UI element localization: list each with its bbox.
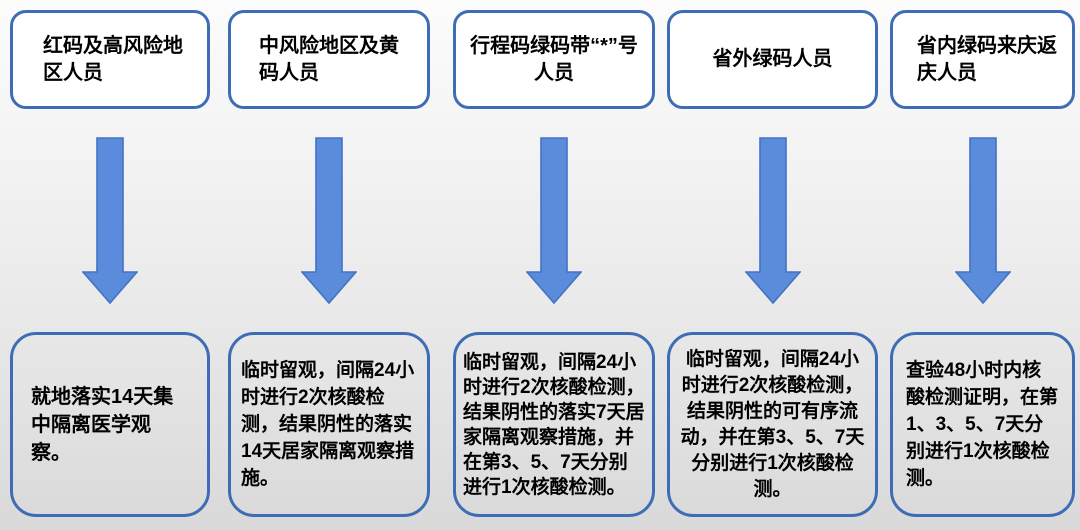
category-box-red-code: 红码及高风险地区人员 bbox=[10, 10, 210, 109]
action-box-in-province-green: 查验48小时内核酸检测证明，在第1、3、5、7天分别进行1次核酸检测。 bbox=[890, 332, 1075, 517]
down-arrow-icon bbox=[526, 137, 582, 305]
down-arrow-icon bbox=[744, 137, 801, 305]
action-label: 查验48小时内核酸检测证明，在第1、3、5、7天分别进行1次核酸检测。 bbox=[906, 360, 1059, 489]
category-box-in-province-green: 省内绿码来庆返庆人员 bbox=[890, 10, 1075, 109]
flow-column-1: 红码及高风险地区人员 就地落实14天集中隔离医学观察。 bbox=[10, 0, 210, 530]
down-arrow-icon bbox=[954, 137, 1011, 305]
action-label: 临时留观，间隔24小时进行2次核酸检测，结果阴性的可有序流动，并在第3、5、7天… bbox=[680, 348, 865, 500]
action-label: 临时留观，间隔24小时进行2次核酸检测，结果阴性的落实7天居家隔离观察措施，并在… bbox=[463, 351, 645, 498]
action-box-out-of-province-green: 临时留观，间隔24小时进行2次核酸检测，结果阴性的可有序流动，并在第3、5、7天… bbox=[667, 332, 878, 517]
flow-column-3: 行程码绿码带“*”号人员 临时留观，间隔24小时进行2次核酸检测，结果阴性的落实… bbox=[453, 0, 655, 530]
action-box-travel-code-star: 临时留观，间隔24小时进行2次核酸检测，结果阴性的落实7天居家隔离观察措施，并在… bbox=[453, 332, 655, 517]
down-arrow-icon bbox=[82, 137, 138, 305]
category-label: 中风险地区及黄码人员 bbox=[259, 34, 399, 84]
action-box-medium-risk: 临时留观，间隔24小时进行2次核酸检测，结果阴性的落实14天居家隔离观察措施。 bbox=[228, 332, 430, 517]
category-box-out-of-province-green: 省外绿码人员 bbox=[667, 10, 878, 109]
action-box-red-code: 就地落实14天集中隔离医学观察。 bbox=[10, 332, 210, 517]
category-label: 红码及高风险地区人员 bbox=[43, 34, 183, 84]
flow-column-4: 省外绿码人员 临时留观，间隔24小时进行2次核酸检测，结果阴性的可有序流动，并在… bbox=[667, 0, 878, 530]
category-box-travel-code-star: 行程码绿码带“*”号人员 bbox=[453, 10, 655, 109]
action-label: 临时留观，间隔24小时进行2次核酸检测，结果阴性的落实14天居家隔离观察措施。 bbox=[241, 360, 415, 489]
action-label: 就地落实14天集中隔离医学观察。 bbox=[31, 385, 174, 464]
category-label: 行程码绿码带“*”号人员 bbox=[470, 34, 638, 84]
category-label: 省外绿码人员 bbox=[712, 48, 833, 70]
flow-column-5: 省内绿码来庆返庆人员 查验48小时内核酸检测证明，在第1、3、5、7天分别进行1… bbox=[890, 0, 1075, 530]
category-box-medium-risk: 中风险地区及黄码人员 bbox=[228, 10, 430, 109]
down-arrow-icon bbox=[301, 137, 357, 305]
flow-column-2: 中风险地区及黄码人员 临时留观，间隔24小时进行2次核酸检测，结果阴性的落实14… bbox=[228, 0, 430, 530]
category-label: 省内绿码来庆返庆人员 bbox=[917, 34, 1057, 84]
